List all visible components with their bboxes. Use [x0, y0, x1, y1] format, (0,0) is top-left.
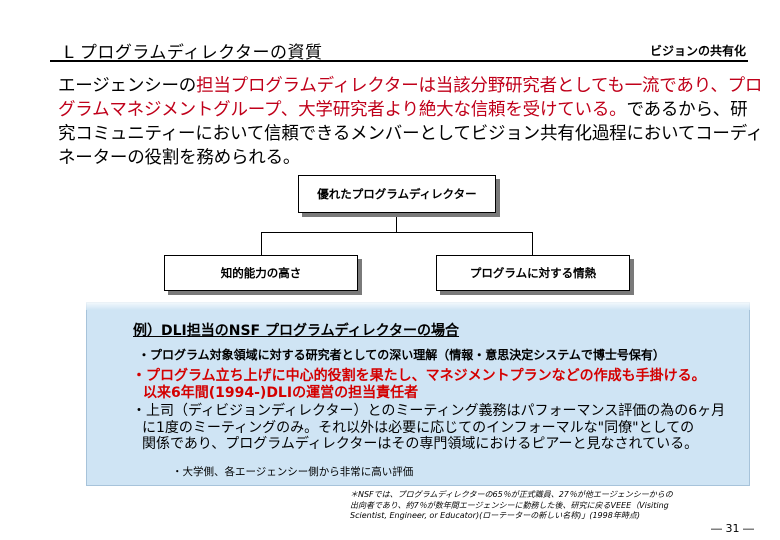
footnote-line3: Scientist, Engineer, or Educator)(ローテーター…	[350, 511, 640, 520]
connector-vertical-top	[396, 211, 397, 233]
footnote-line1: ＊NSFでは、プログラムディレクターの65％が正式職員、27％が他エージェンシー…	[350, 490, 673, 499]
example-panel	[86, 302, 750, 486]
example-item-evaluation: ・大学側、各エージェンシー側から非常に高い評価	[172, 466, 414, 478]
connector-vertical-left	[261, 232, 262, 255]
example-item-understanding: ・プログラム対象領域に対する研究者としての深い理解（情報・意思決定システムで博士…	[138, 348, 665, 362]
connector-vertical-right	[532, 232, 533, 255]
example-heading: 例）DLI担当のNSF プログラムディレクターの場合	[133, 323, 460, 339]
intro-text-part1: エージェンシーの	[58, 76, 197, 96]
example-item-launch-line2: 以来6年間(1994-)DLIの運営の担当責任者	[143, 385, 419, 401]
example-panel-bevel	[86, 302, 750, 310]
page-number: ― 31 ―	[711, 522, 754, 535]
example-item-launch: ・プログラム立ち上げに中心的役割を果たし、マネジメントプランなどの作成も手掛ける…	[132, 368, 706, 402]
example-item-meetings-line3: 関係であり、プログラムディレクターはその専門領域におけるピアーと見なされている。	[142, 436, 699, 452]
diagram-box-left: 知的能力の高さ	[164, 255, 358, 291]
example-item-meetings-line1: ・上司（ディビジョンディレクター）とのミーティング義務はパフォーマンス評価の為の…	[132, 403, 726, 419]
example-item-meetings: ・上司（ディビジョンディレクター）とのミーティング義務はパフォーマンス評価の為の…	[132, 403, 725, 453]
diagram-box-top: 優れたプログラムディレクター	[298, 175, 496, 213]
footnote-line2: 出向者であり、約7％が数年間エージェンシーに勤務した後、研究に戻るVEEE（Vi…	[350, 500, 669, 510]
intro-text-highlight: 担当プログラムディレクターは当該分野研究者としても一流であり、プログラムマネジメ…	[58, 76, 763, 120]
intro-text-part3: であるから、研究コミュニティーにおいて信頼できるメンバーとしてビジョン共有化過程…	[58, 100, 764, 168]
connector-horizontal	[261, 232, 533, 233]
title-rule	[50, 60, 748, 62]
diagram-box-right: プログラムに対する情熱	[436, 255, 630, 291]
example-item-meetings-line2: に1度のミーティングのみ。それ以外は必要に応じてのインフォーマルな"同僚"として…	[142, 419, 695, 436]
page-title: L プログラムディレクターの資質	[64, 43, 323, 63]
footnote: ＊NSFでは、プログラムディレクターの65％が正式職員、27％が他エージェンシー…	[350, 490, 750, 522]
intro-paragraph: エージェンシーの担当プログラムディレクターは当該分野研究者としても一流であり、プ…	[58, 74, 764, 170]
section-tag: ビジョンの共有化	[649, 44, 746, 58]
example-item-launch-line1: ・プログラム立ち上げに中心的役割を果たし、マネジメントプランなどの作成も手掛ける…	[132, 368, 706, 384]
